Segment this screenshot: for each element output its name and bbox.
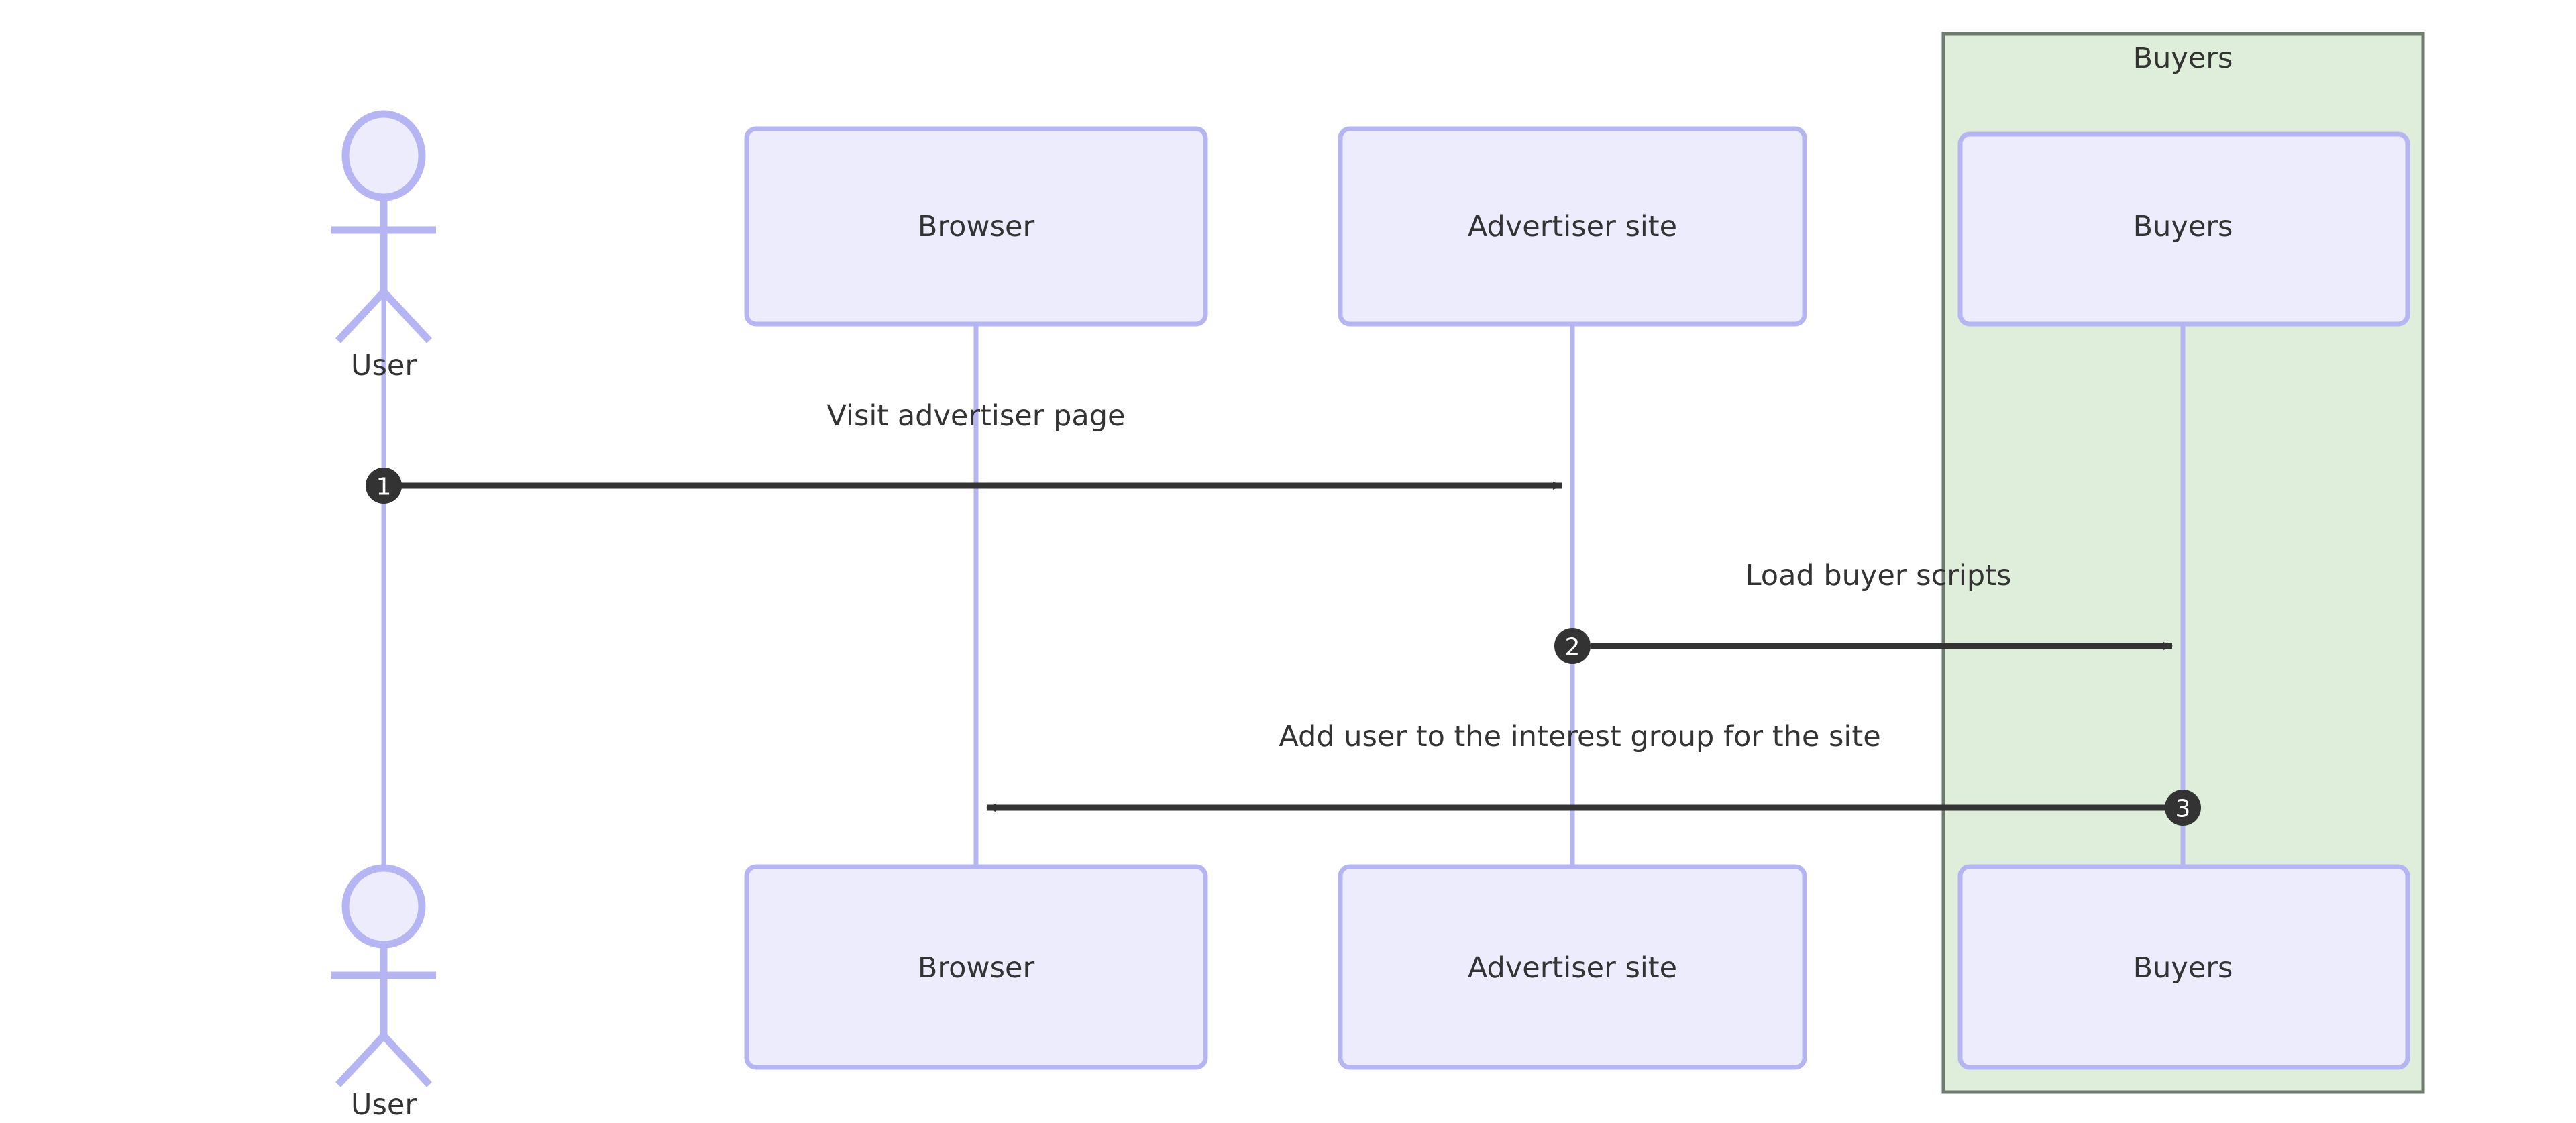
participant-rect bbox=[1957, 864, 2410, 1070]
actor-head-icon bbox=[341, 864, 426, 949]
participant-rect bbox=[1957, 131, 2410, 327]
sequence-marker-3-label: 3 bbox=[2176, 796, 2191, 823]
participant-box-buyers-bottom[interactable]: Buyers bbox=[1957, 864, 2410, 1070]
actor-leg-right bbox=[380, 1033, 433, 1087]
message-1[interactable]: Visit advertiser page 1 bbox=[366, 399, 1562, 504]
participant-rect bbox=[1338, 864, 1807, 1070]
participant-box-advertiser-bottom[interactable]: Advertiser site bbox=[1338, 864, 1807, 1070]
participant-box-buyers-top[interactable]: Buyers bbox=[1957, 131, 2410, 327]
actor-label-user-top: User bbox=[351, 349, 417, 382]
message-label-1: Visit advertiser page bbox=[827, 399, 1126, 433]
actor-user-top[interactable]: User bbox=[331, 110, 436, 382]
sequence-marker-2-label: 2 bbox=[1565, 634, 1580, 661]
actor-label-user-bottom: User bbox=[351, 1088, 417, 1122]
actor-leg-right bbox=[380, 289, 433, 343]
sequence-marker-2-circle bbox=[1554, 628, 1591, 664]
participant-label-buyers-bottom: Buyers bbox=[2133, 951, 2233, 985]
message-2[interactable]: Load buyer scripts 2 bbox=[1554, 559, 2173, 664]
participant-label-browser-top: Browser bbox=[918, 210, 1035, 244]
message-label-3: Add user to the interest group for the s… bbox=[1279, 720, 1880, 753]
participant-rect bbox=[1338, 126, 1807, 327]
participant-rect bbox=[744, 864, 1208, 1070]
participant-rect bbox=[744, 126, 1208, 327]
participant-box-browser-bottom[interactable]: Browser bbox=[744, 864, 1208, 1070]
message-label-2: Load buyer scripts bbox=[1746, 559, 2012, 592]
sequence-marker-3-circle bbox=[2165, 790, 2201, 826]
actor-head-icon bbox=[341, 110, 426, 201]
actor-user-bottom[interactable]: User bbox=[331, 864, 436, 1122]
participant-box-browser-top[interactable]: Browser bbox=[744, 126, 1208, 327]
lifelines bbox=[381, 171, 2186, 875]
message-3[interactable]: Add user to the interest group for the s… bbox=[986, 720, 2201, 826]
sequence-marker-1-circle bbox=[366, 468, 402, 504]
actor-leg-left bbox=[335, 1033, 387, 1087]
sequence-marker-1-label: 1 bbox=[376, 474, 392, 501]
group-label-buyers: Buyers bbox=[2133, 42, 2233, 75]
participant-label-advertiser-top: Advertiser site bbox=[1468, 210, 1677, 244]
participant-label-browser-bottom: Browser bbox=[918, 951, 1035, 985]
participant-label-advertiser-bottom: Advertiser site bbox=[1468, 951, 1677, 985]
participant-label-buyers-top: Buyers bbox=[2133, 210, 2233, 244]
participant-box-advertiser-top[interactable]: Advertiser site bbox=[1338, 126, 1807, 327]
actor-leg-left bbox=[335, 289, 387, 343]
